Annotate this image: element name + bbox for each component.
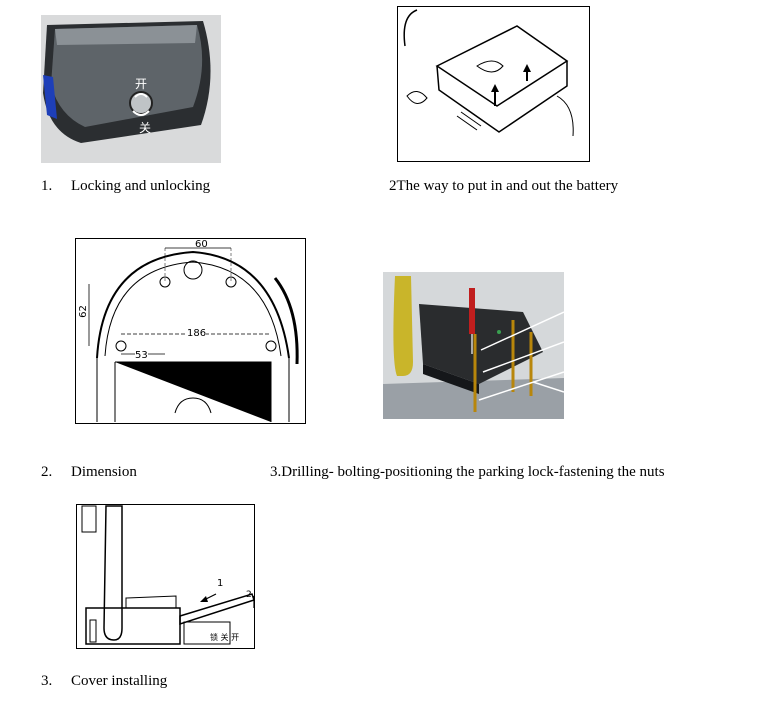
cover-arrow2-label: 2 <box>246 590 252 600</box>
caption-locking: 1.Locking and unlocking <box>41 178 211 194</box>
dimension-drawing: 60 62 186 53 <box>75 238 306 424</box>
lock-close-label: 关 <box>139 121 152 135</box>
drilling-render <box>383 272 564 419</box>
lock-open-label: 开 <box>135 77 148 91</box>
dim-small-label: 53 <box>135 350 148 361</box>
caption-cover: 3.Cover installing <box>41 673 168 689</box>
dim-mid-label: 186 <box>187 328 207 339</box>
dim-left-label: 62 <box>77 305 89 318</box>
cover-drawing: 1 2 锁 关 开 <box>76 504 255 649</box>
lock-photo: 开 关 <box>41 15 221 163</box>
caption-battery: 2The way to put in and out the battery <box>389 178 619 194</box>
cover-text: 锁 关 开 <box>210 633 240 642</box>
cover-arrow1-label: 1 <box>217 578 224 589</box>
caption-dimension: 2.Dimension <box>41 464 137 480</box>
dim-top-label: 60 <box>195 239 208 250</box>
battery-drawing <box>397 6 590 162</box>
caption-drilling: 3.Drilling- bolting-positioning the park… <box>270 464 665 480</box>
